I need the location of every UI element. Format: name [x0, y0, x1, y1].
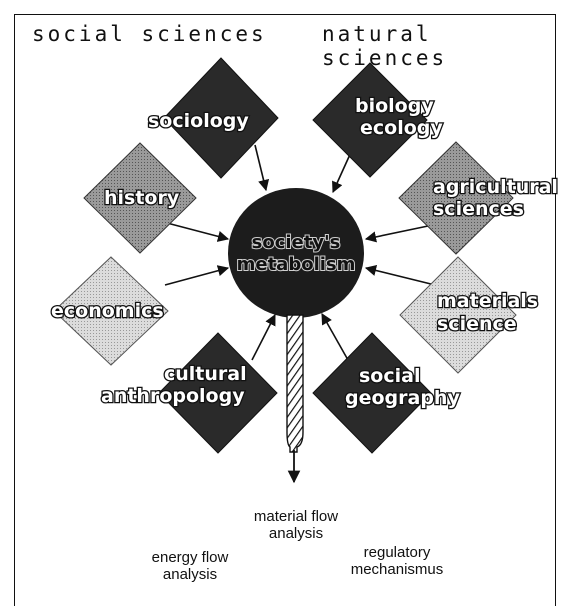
diamond-economics [53, 256, 169, 366]
arrows [164, 144, 436, 361]
label-sociology: sociology [148, 110, 249, 132]
arrow-history [166, 222, 230, 242]
label-economics: economics [51, 300, 164, 322]
diamond-materials [399, 256, 517, 374]
arrow-social-geo [321, 313, 349, 361]
arrow-agricultural [364, 225, 429, 243]
label-regulatory-mechanismus: regulatory mechanismus [350, 544, 444, 578]
label-energy-flow-analysis: energy flow analysis [151, 549, 229, 583]
diamond-agricultural [398, 141, 514, 255]
diamond-biology [312, 62, 428, 178]
label-history: history [104, 187, 180, 209]
header-social-sciences: social sciences [32, 22, 267, 46]
diamond-social-geo [312, 332, 432, 454]
diamond-cultural [158, 332, 278, 454]
diamond-sociology [163, 57, 279, 179]
arrow-sociology [254, 144, 270, 192]
diamond-history [83, 142, 197, 254]
figure-frame [14, 14, 556, 606]
arrow-materials [364, 264, 436, 286]
arrow-biology [332, 149, 353, 194]
label-material-flow-analysis: material flow analysis [253, 508, 339, 542]
center-circle [228, 188, 364, 318]
output-column [286, 314, 304, 453]
header-natural-sciences: natural sciences [322, 22, 448, 70]
arrow-economics [164, 265, 230, 286]
arrow-cultural [251, 314, 276, 361]
